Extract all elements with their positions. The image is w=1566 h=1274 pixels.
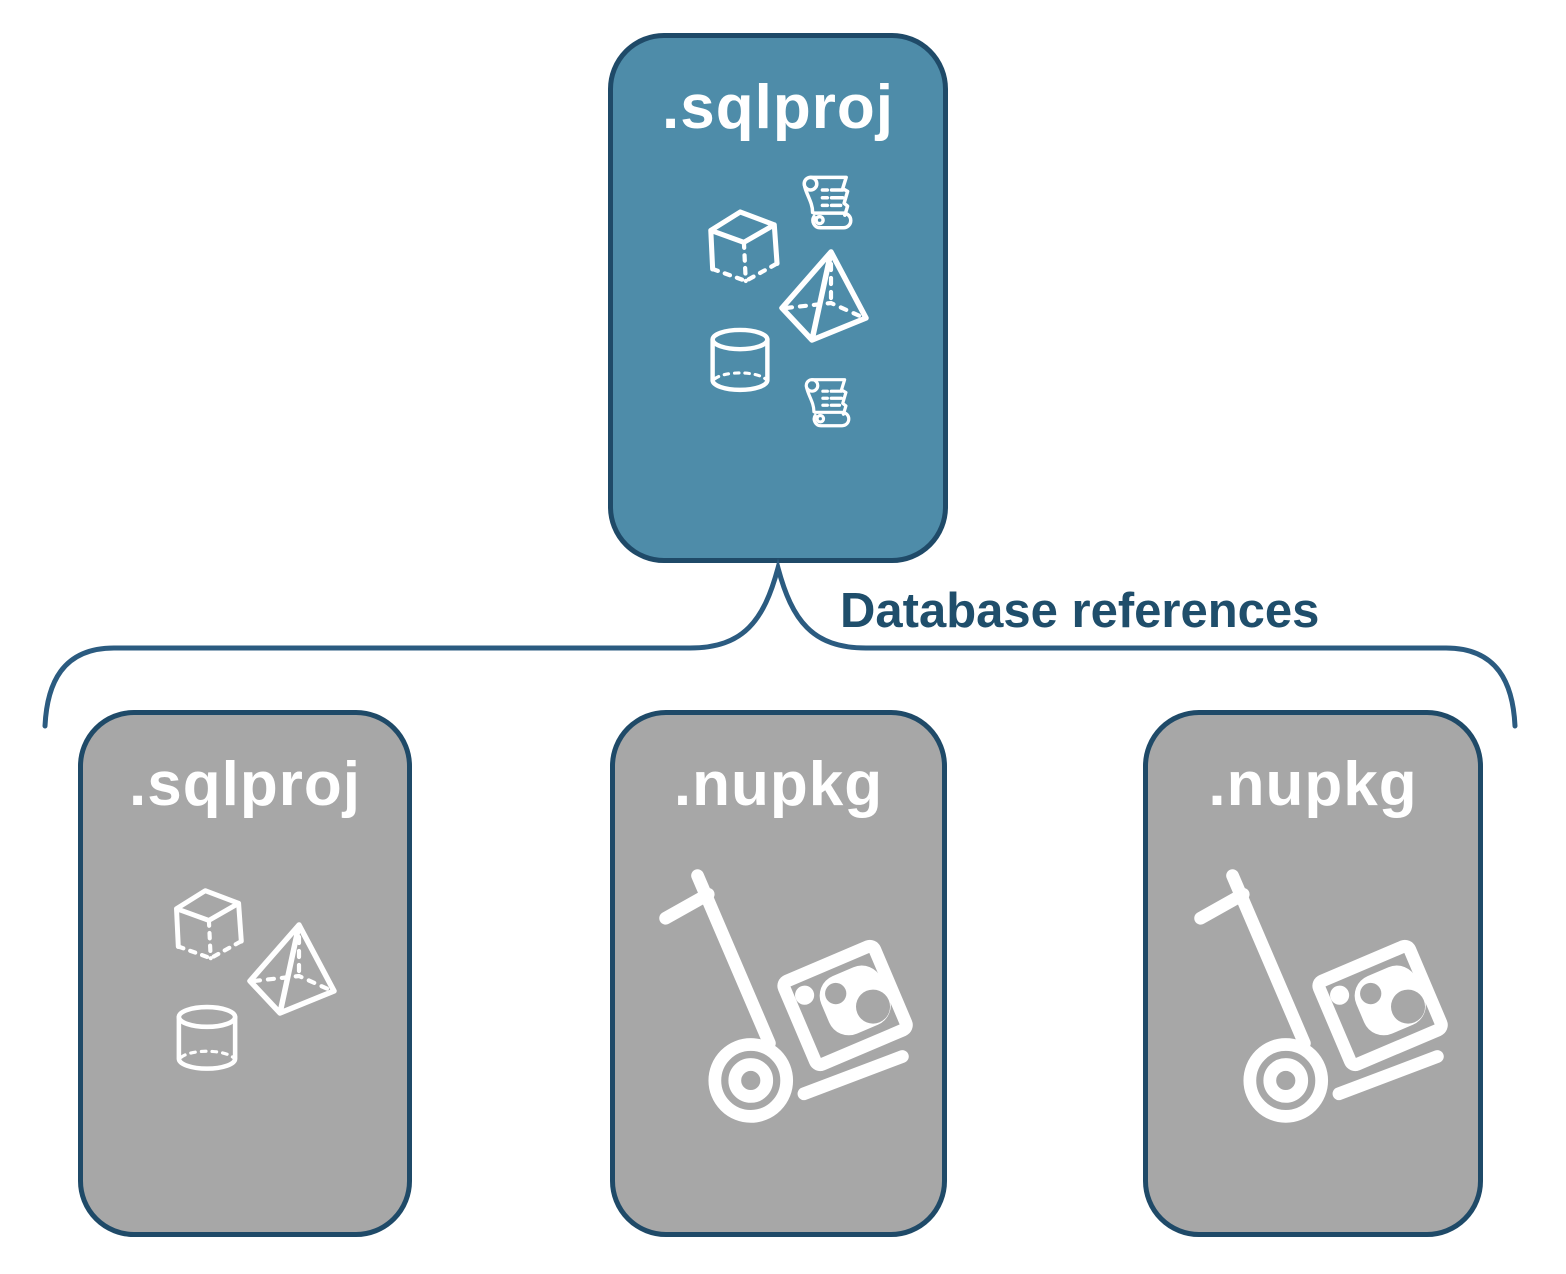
scroll-icon bbox=[796, 372, 860, 436]
connector-label: Database references bbox=[840, 584, 1320, 638]
child-node-label: .sqlproj bbox=[129, 750, 361, 819]
pyramid-icon bbox=[769, 246, 879, 346]
root-node-sqlproj: .sqlproj bbox=[608, 33, 948, 563]
child-node-sqlproj: .sqlproj bbox=[78, 710, 412, 1237]
cylinder-icon bbox=[703, 320, 777, 402]
child-node-label: .nupkg bbox=[1208, 750, 1418, 819]
child-node-nupkg-1: .nupkg bbox=[610, 710, 947, 1237]
child-node-label: .nupkg bbox=[673, 750, 884, 819]
cylinder-icon bbox=[169, 997, 245, 1081]
handtruck-package-icon bbox=[1190, 865, 1456, 1131]
pyramid-icon bbox=[237, 919, 347, 1019]
scroll-icon bbox=[793, 169, 863, 239]
root-node-label: .sqlproj bbox=[662, 73, 894, 142]
child-node-nupkg-2: .nupkg bbox=[1143, 710, 1483, 1237]
handtruck-package-icon bbox=[655, 865, 921, 1131]
brace-connector bbox=[42, 558, 1518, 729]
